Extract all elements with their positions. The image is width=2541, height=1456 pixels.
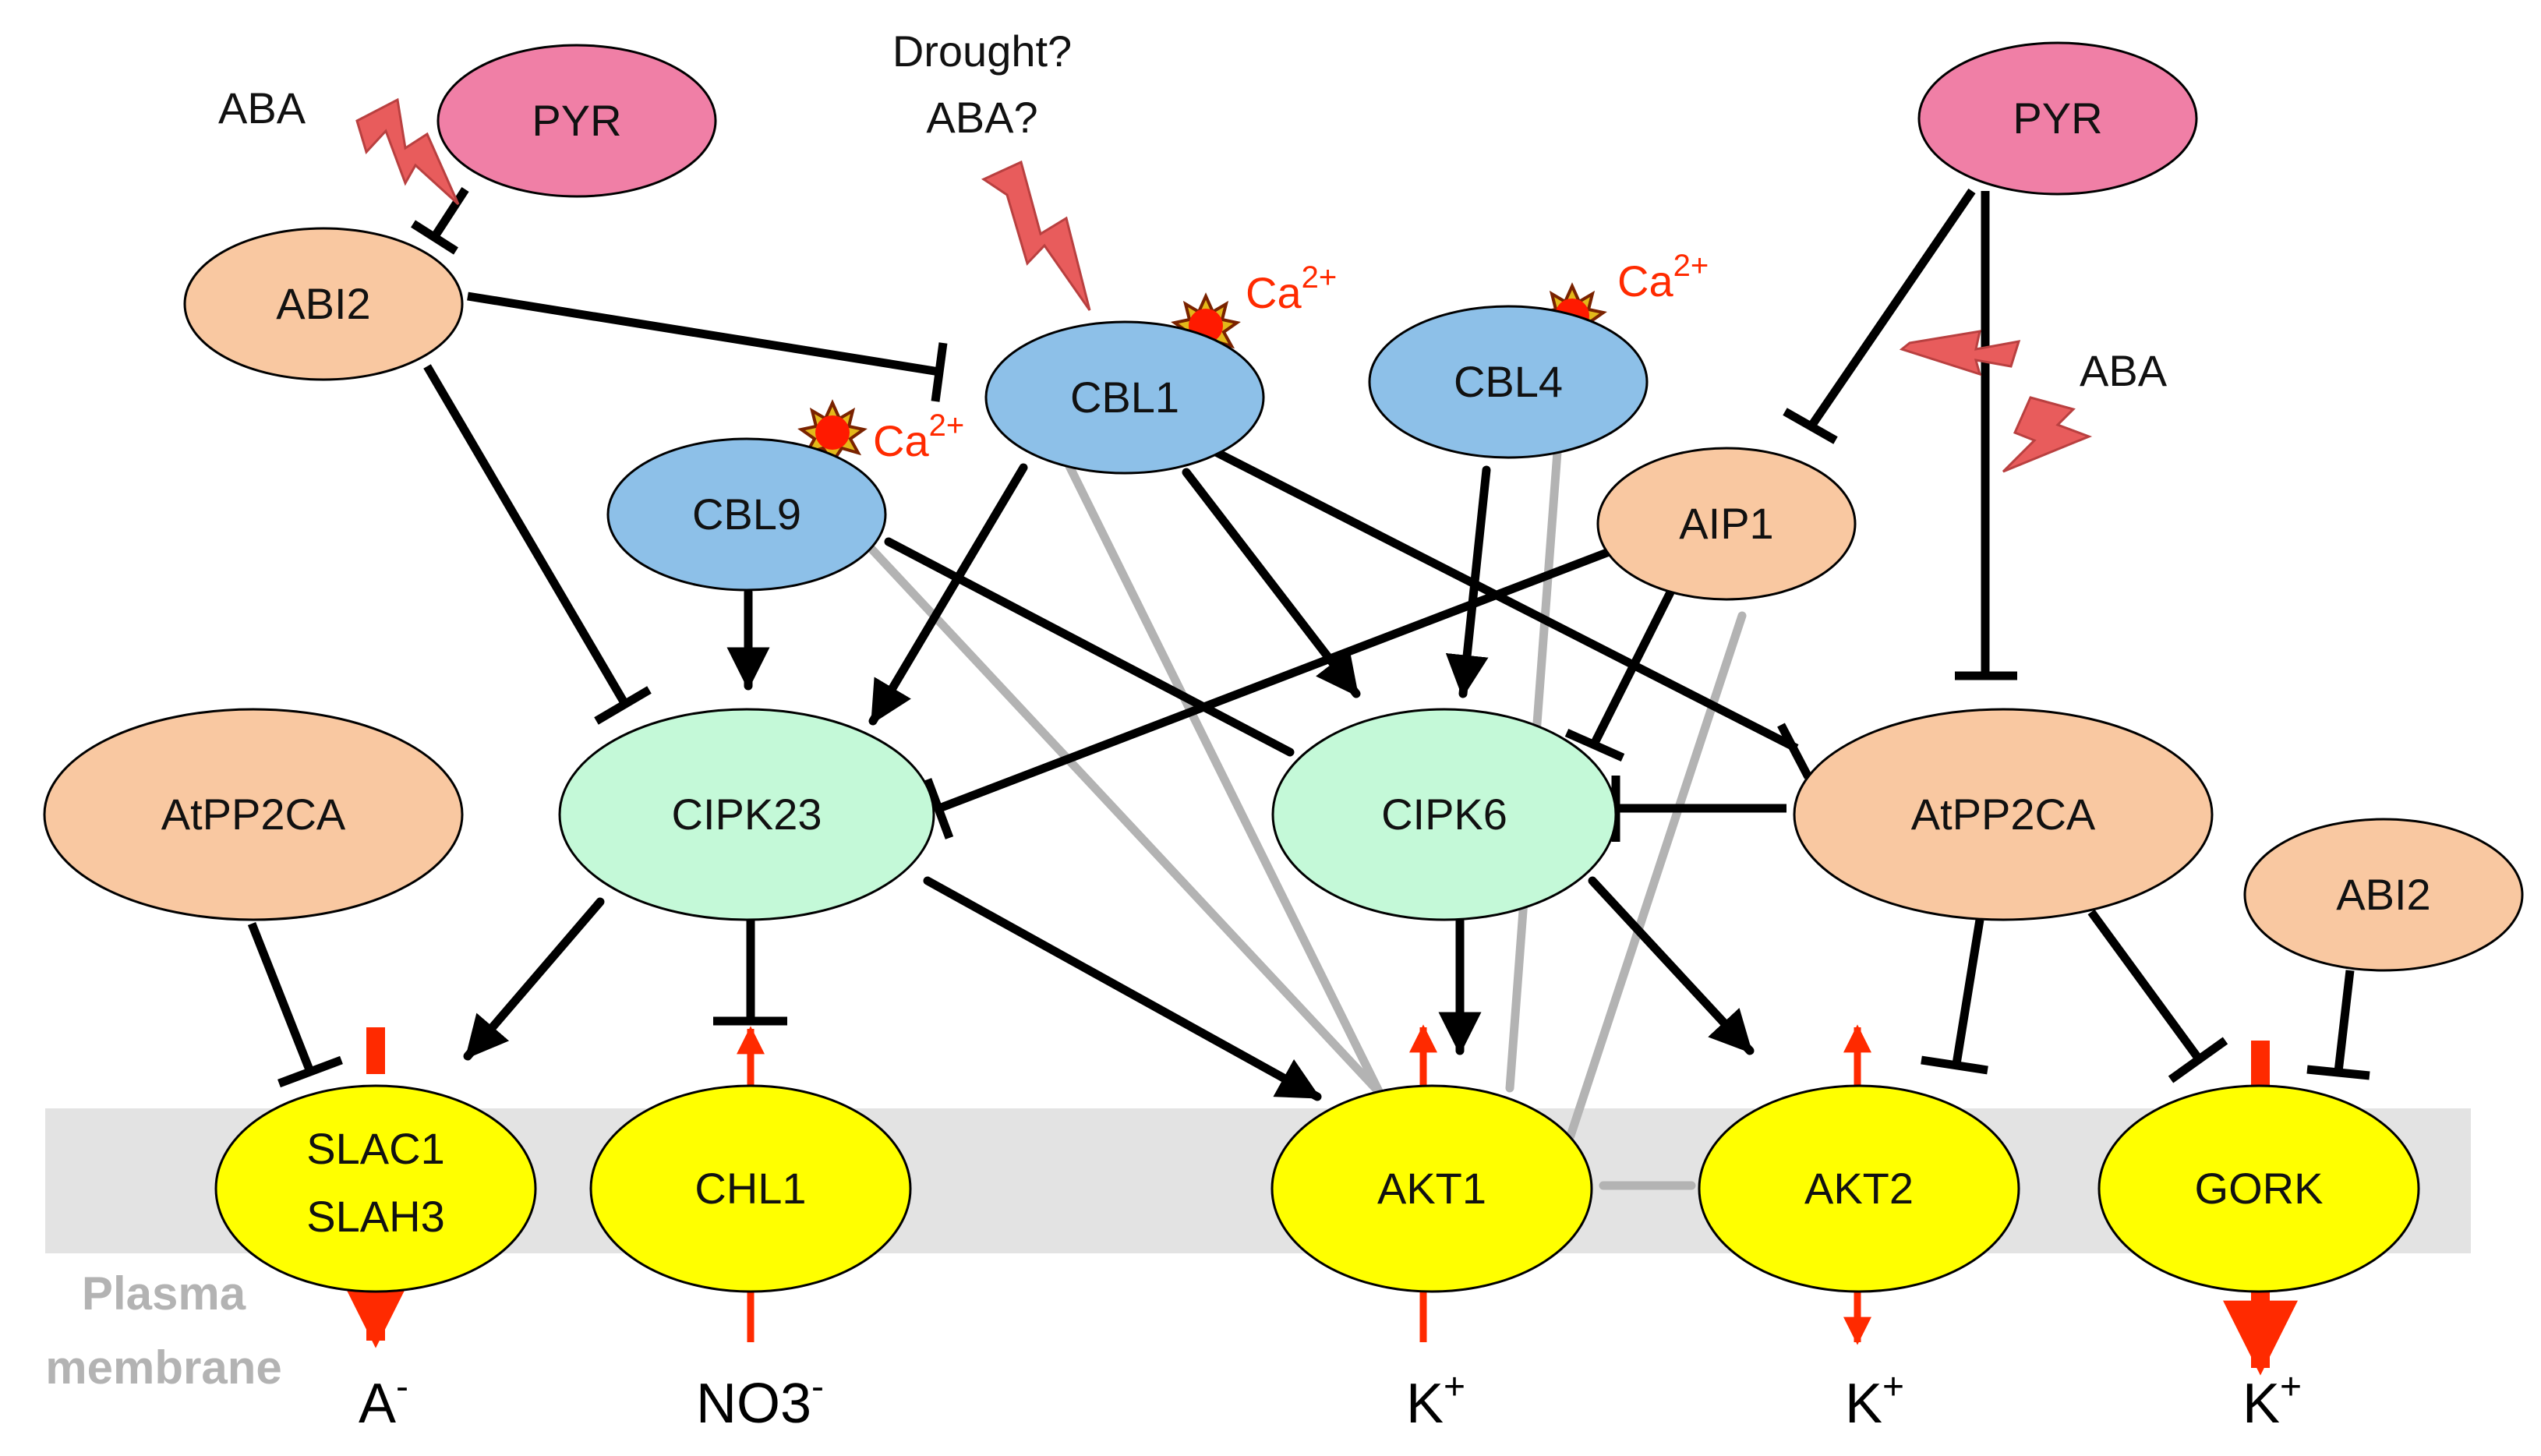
node-cipk6: CIPK6: [1271, 708, 1617, 921]
svg-text:AKT1: AKT1: [1377, 1164, 1486, 1213]
node-gork: GORK: [2097, 1084, 2420, 1293]
node-pyr-left: PYR: [436, 44, 717, 198]
node-cbl4: CBL4: [1368, 305, 1649, 459]
lightning-bolt-icon: [981, 160, 1091, 311]
inhibition-abi2-cipk23: [423, 364, 652, 725]
aba-question-label: ABA?: [926, 93, 1037, 142]
svg-text:CIPK6: CIPK6: [1381, 790, 1507, 839]
node-pyr-right: PYR: [1917, 41, 2198, 196]
svg-text:ABI2: ABI2: [276, 279, 370, 328]
interaction-cbl1-akt1: [1061, 454, 1384, 1097]
svg-text:PYR: PYR: [532, 96, 621, 145]
ion-label-k-akt2: K+: [1845, 1366, 1904, 1435]
interaction-cbl9-akt1: [866, 543, 1384, 1097]
inhibition-abi2-gork: [2306, 970, 2370, 1080]
inhibition-atpp2ca-akt2: [1921, 919, 1988, 1075]
node-akt1: AKT1: [1270, 1084, 1593, 1293]
node-akt2: AKT2: [1698, 1084, 2020, 1293]
node-atpp2ca-left: AtPP2CA: [43, 708, 464, 921]
svg-text:CBL4: CBL4: [1454, 357, 1563, 406]
calcium-star-icon: [797, 399, 868, 465]
lightning-bolt-icon: [1899, 330, 2021, 376]
activation-cbl1-cipk23: [868, 463, 1028, 726]
node-aip1: AIP1: [1596, 447, 1857, 601]
svg-text:AtPP2CA: AtPP2CA: [161, 790, 346, 839]
svg-text:AtPP2CA: AtPP2CA: [1911, 790, 2096, 839]
calcium-label: Ca2+: [1617, 249, 1709, 306]
svg-text:CIPK23: CIPK23: [672, 790, 822, 839]
activation-edges: [463, 463, 1755, 1101]
gork-efflux-stem-top: [2251, 1041, 2270, 1087]
inhibition-aip1-cipk23: [923, 542, 1623, 839]
activation-cipk23-slac1: [463, 897, 605, 1061]
inhibition-pyr-atpp2ca: [1955, 191, 2017, 680]
node-cbl1: CBL1: [984, 320, 1265, 475]
svg-text:GORK: GORK: [2195, 1164, 2324, 1213]
activation-cipk23-akt1: [923, 876, 1322, 1101]
svg-text:SLAH3: SLAH3: [306, 1192, 444, 1241]
inhibition-abi2-cbl1: [467, 292, 948, 402]
inhibition-cipk23-chl1: [713, 908, 787, 1026]
ion-label-k-akt1: K+: [1406, 1366, 1465, 1435]
svg-text:CBL1: CBL1: [1070, 373, 1179, 422]
node-atpp2ca-right: AtPP2CA: [1793, 708, 2214, 921]
svg-text:AIP1: AIP1: [1679, 499, 1773, 548]
stimulus-lightning: [355, 97, 2093, 473]
ion-label-k-gork: K+: [2242, 1366, 2302, 1435]
inhibition-pyr-abi2-left: [411, 187, 469, 255]
node-cipk23: CIPK23: [558, 708, 935, 921]
svg-text:ABI2: ABI2: [2336, 870, 2430, 919]
svg-text:CBL9: CBL9: [692, 489, 801, 539]
drought-question-label: Drought?: [892, 27, 1072, 76]
interaction-aip1-akt1: [1566, 611, 1747, 1140]
inhibition-atpp2ca-gork: [2087, 909, 2228, 1083]
node-slac1-slah3: SLAC1 SLAH3: [214, 1084, 537, 1293]
membrane-label-line2: membrane: [45, 1341, 281, 1394]
inhibition-atpp2ca-slac1: [247, 921, 343, 1088]
calcium-label: Ca2+: [873, 408, 964, 465]
slac1-efflux-stem-top: [366, 1027, 385, 1074]
membrane-label-line1: Plasma: [82, 1267, 246, 1320]
activation-cipk6-akt2: [1588, 876, 1755, 1055]
node-chl1: CHL1: [589, 1084, 912, 1293]
inhibition-pyr-aip1: [1783, 188, 1976, 444]
node-abi2-left: ABI2: [183, 227, 464, 381]
calcium-label: Ca2+: [1246, 260, 1337, 317]
svg-text:SLAC1: SLAC1: [306, 1124, 444, 1173]
inhibition-aip1-cipk6: [1564, 582, 1678, 762]
aba-label-left: ABA: [218, 83, 306, 133]
svg-text:CHL1: CHL1: [694, 1164, 806, 1213]
svg-text:PYR: PYR: [2013, 94, 2102, 143]
ion-label-anion: A-: [359, 1366, 408, 1435]
inhibition-atpp2ca-cipk6: [1611, 776, 1786, 842]
inhibition-cbl1-atpp2ca: [1214, 448, 1812, 779]
lightning-bolt-icon: [2002, 396, 2093, 473]
activation-cbl9-cipk6: [884, 537, 1295, 757]
node-cbl9: CBL9: [606, 437, 887, 592]
aba-label-right: ABA: [2080, 346, 2168, 395]
inhibition-edges: [247, 187, 2370, 1088]
ion-label-nitrate: NO3-: [696, 1366, 824, 1435]
node-abi2-right: ABI2: [2243, 818, 2524, 972]
lightning-bolt-icon: [355, 97, 460, 206]
svg-text:AKT2: AKT2: [1804, 1164, 1914, 1213]
